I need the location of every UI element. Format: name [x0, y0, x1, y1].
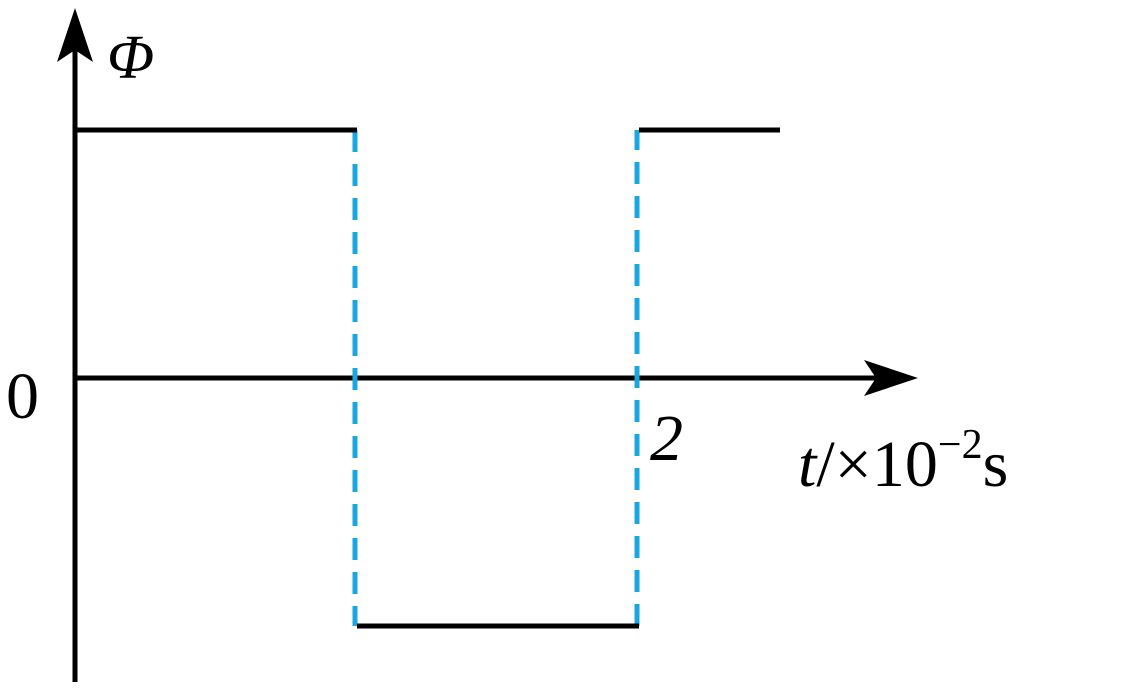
x-tick-label: 2 [650, 402, 683, 475]
series-group [75, 127, 780, 629]
x-axis-arrow [864, 360, 918, 396]
x-axis-label-var: t [798, 428, 818, 501]
y-axis-label: Φ [107, 24, 154, 92]
y-axis-arrow [57, 8, 93, 62]
x-axis-label-prefix: /×10 [816, 428, 938, 501]
x-axis-label-exponent: −2 [938, 422, 983, 468]
x-axis-label-unit: s [983, 428, 1009, 501]
origin-label: 0 [6, 360, 39, 433]
guide-lines [352, 130, 640, 626]
x-axis-label: t/×10−2s [798, 422, 1008, 501]
